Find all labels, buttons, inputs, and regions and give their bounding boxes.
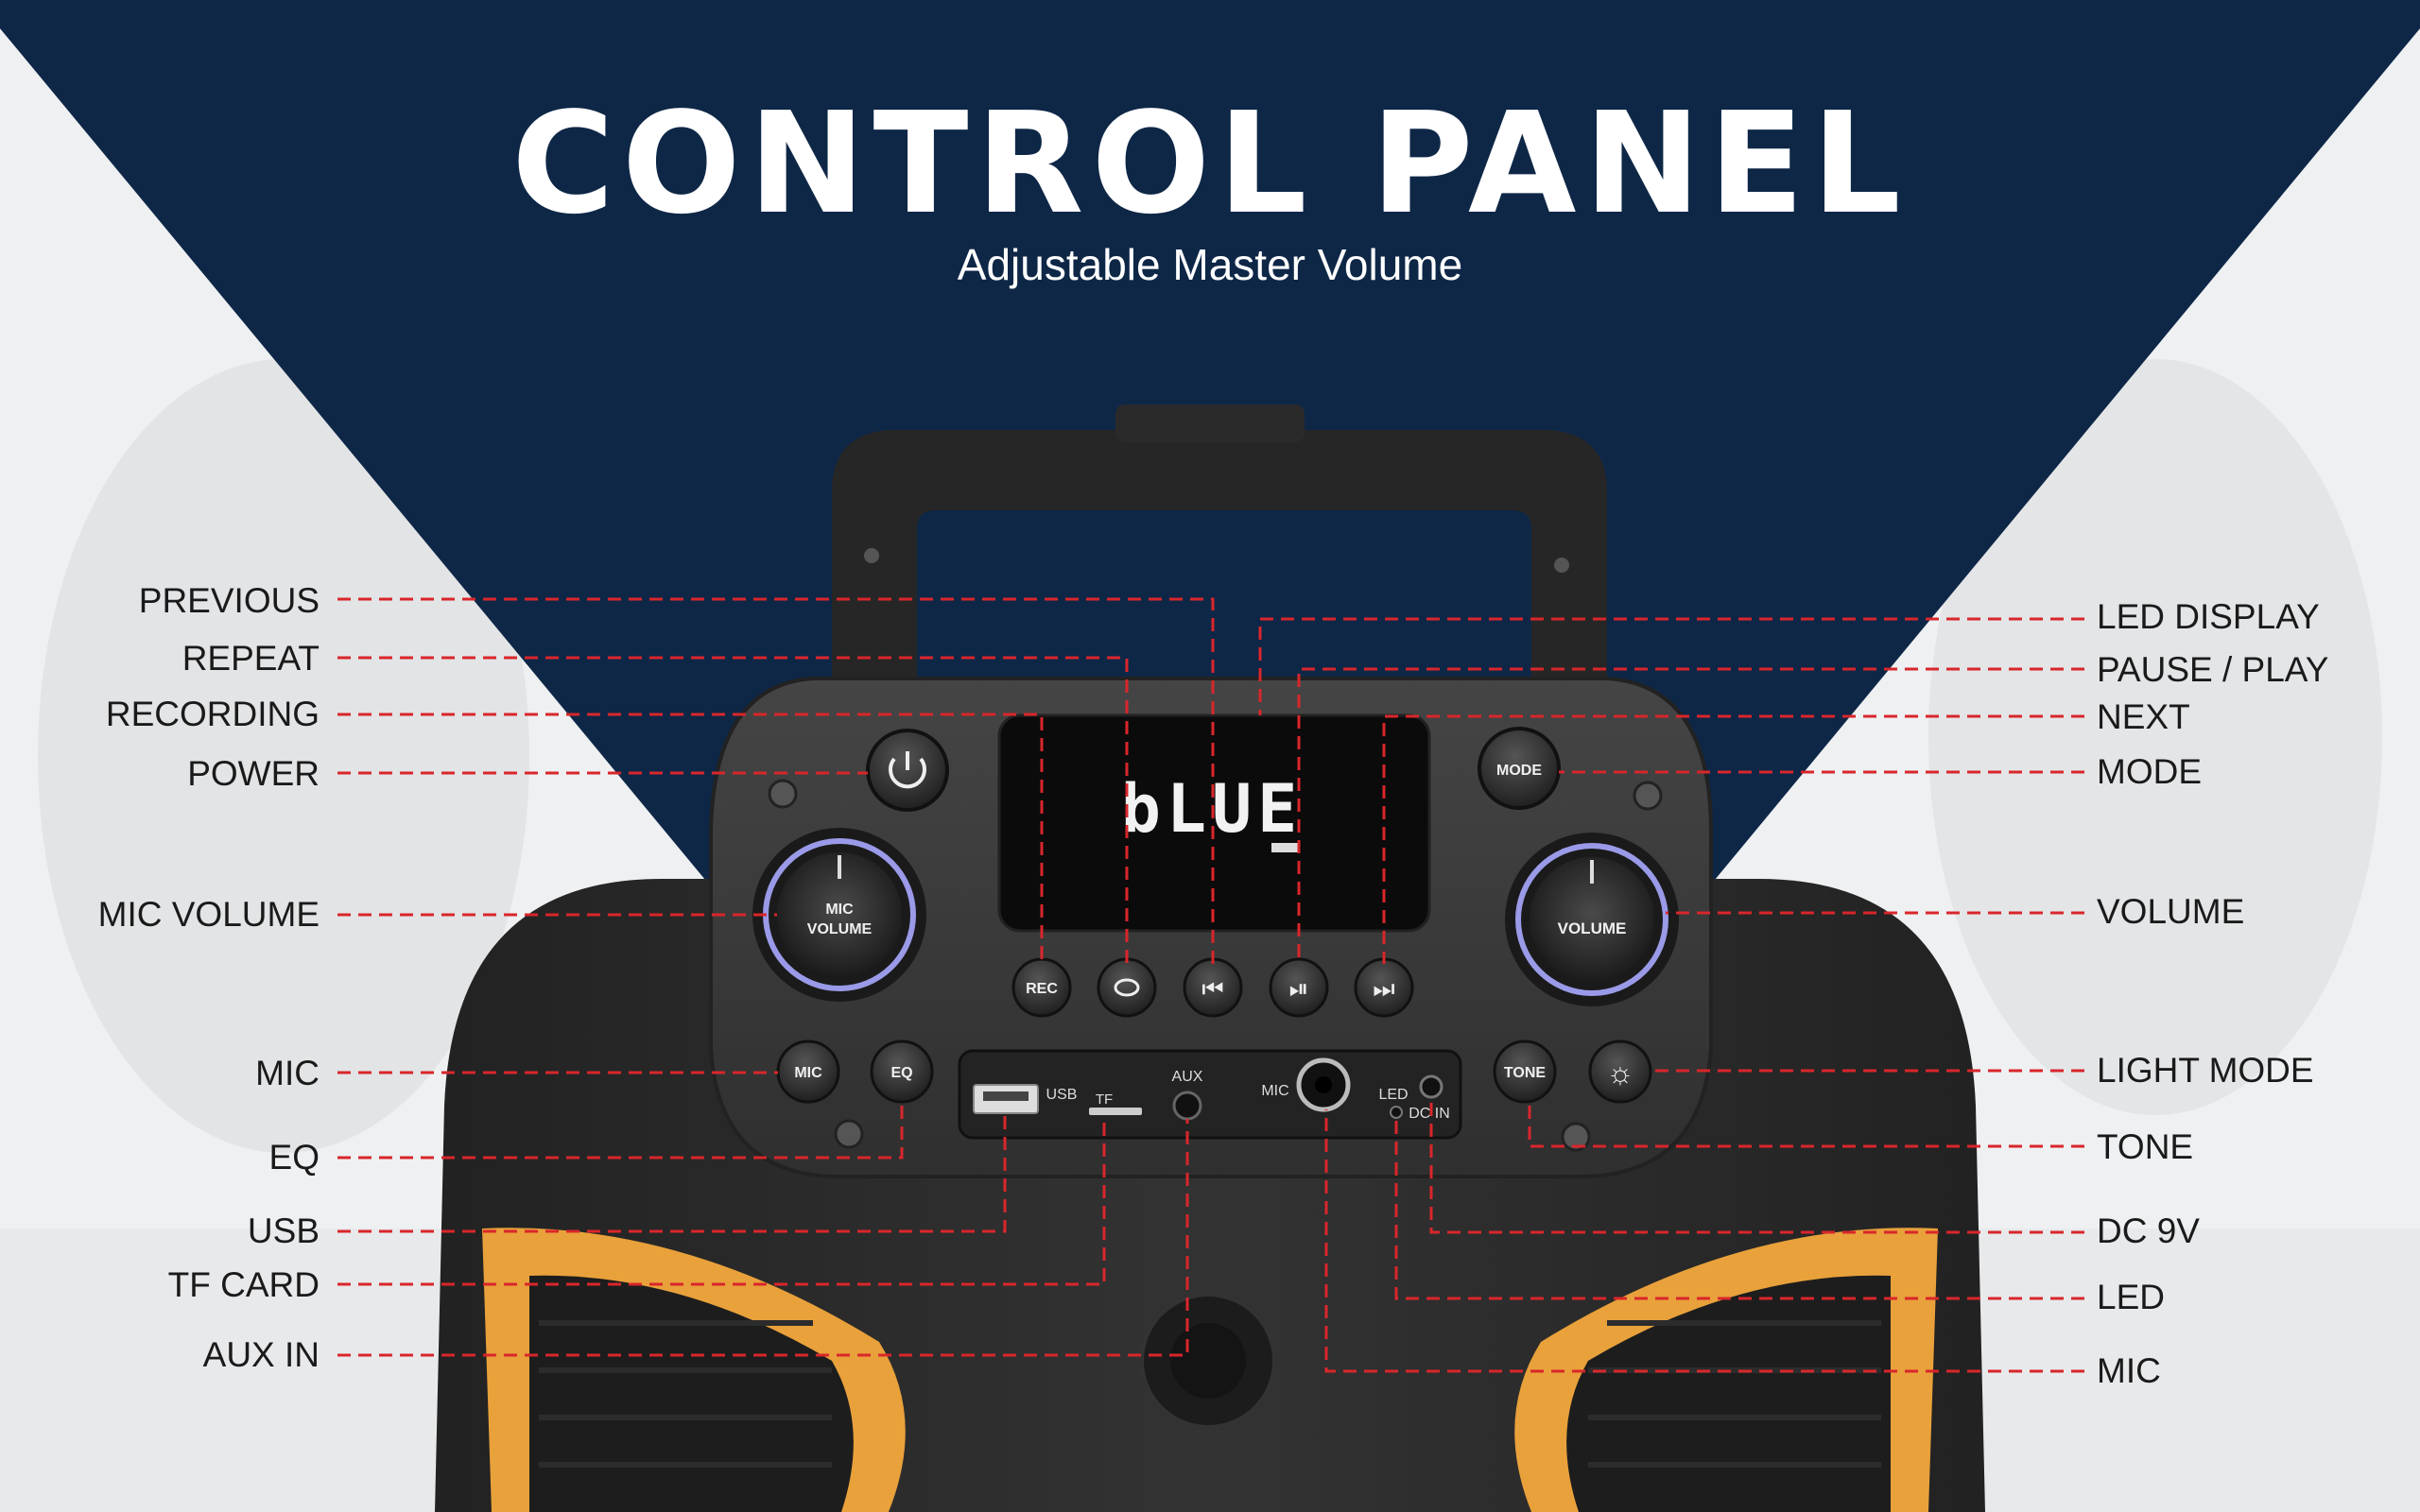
background-person-left bbox=[38, 359, 529, 1153]
mic-volume-label-2: VOLUME bbox=[807, 921, 873, 937]
tf-slot[interactable] bbox=[1089, 1108, 1142, 1115]
eq-button[interactable] bbox=[870, 1040, 934, 1104]
next-icon: ⏭ bbox=[1373, 974, 1394, 1003]
page-title: CONTROL PANEL bbox=[511, 82, 1909, 245]
repeat-button[interactable] bbox=[1097, 957, 1157, 1018]
control-panel bbox=[709, 677, 1713, 1178]
label-next: NEXT bbox=[2097, 697, 2190, 736]
volume-knob[interactable] bbox=[1505, 833, 1679, 1006]
leader-lines bbox=[337, 597, 2084, 1373]
label-mic: MIC bbox=[255, 1054, 320, 1092]
label-mode: MODE bbox=[2097, 752, 2202, 791]
usb-port-label: USB bbox=[1046, 1087, 1078, 1103]
led-port[interactable] bbox=[1390, 1106, 1403, 1119]
label-mic-right: MIC bbox=[2097, 1351, 2161, 1390]
power-button[interactable] bbox=[866, 729, 949, 812]
tf-port-label: TF bbox=[1096, 1091, 1113, 1108]
light-mode-button[interactable]: ☼ bbox=[1588, 1040, 1652, 1104]
label-light-mode: LIGHT MODE bbox=[2097, 1051, 2314, 1090]
label-eq: EQ bbox=[268, 1138, 320, 1177]
eq-button-label: EQ bbox=[890, 1065, 912, 1081]
mic-button-label: MIC bbox=[794, 1065, 822, 1081]
label-led-display: LED DISPLAY bbox=[2097, 597, 2320, 636]
label-mic-volume: MIC VOLUME bbox=[97, 895, 320, 934]
led-port-label: LED bbox=[1378, 1087, 1408, 1103]
label-previous: PREVIOUS bbox=[138, 581, 320, 620]
label-aux-in: AUX IN bbox=[202, 1335, 320, 1374]
label-recording: RECORDING bbox=[105, 695, 320, 733]
previous-icon: ⏮ bbox=[1201, 974, 1223, 1003]
label-led: LED bbox=[2097, 1278, 2165, 1316]
dc-in-port[interactable] bbox=[1419, 1074, 1443, 1099]
mic-volume-knob[interactable] bbox=[752, 828, 926, 1002]
label-volume: VOLUME bbox=[2097, 892, 2245, 931]
repeat-icon bbox=[1114, 978, 1140, 997]
power-icon bbox=[889, 757, 926, 789]
label-repeat: REPEAT bbox=[182, 639, 320, 678]
mode-button[interactable] bbox=[1478, 727, 1561, 810]
display-readout: bLUE bbox=[1121, 770, 1304, 848]
pause-play-button[interactable] bbox=[1269, 957, 1329, 1018]
label-pause-play: PAUSE / PLAY bbox=[2097, 650, 2329, 689]
dc-in-port-label: DC IN bbox=[1409, 1106, 1450, 1122]
page-subtitle: Adjustable Master Volume bbox=[957, 240, 1463, 289]
label-dc-9v: DC 9V bbox=[2097, 1211, 2200, 1250]
mic-volume-label-1: MIC bbox=[825, 902, 854, 918]
tone-button[interactable] bbox=[1493, 1040, 1557, 1104]
rec-button-label: REC bbox=[1026, 981, 1058, 997]
sun-icon: ☼ bbox=[1606, 1056, 1634, 1090]
label-tone: TONE bbox=[2097, 1127, 2194, 1166]
label-tf-card: TF CARD bbox=[167, 1265, 320, 1304]
volume-knob-label: VOLUME bbox=[1558, 919, 1627, 937]
tone-button-label: TONE bbox=[1504, 1065, 1546, 1081]
label-power: POWER bbox=[187, 754, 320, 793]
label-usb: USB bbox=[247, 1211, 320, 1250]
pause-play-icon: ⏯ bbox=[1289, 974, 1309, 1003]
aux-jack[interactable] bbox=[1172, 1091, 1202, 1121]
handle bbox=[832, 404, 1607, 718]
mic-port-label: MIC bbox=[1261, 1083, 1288, 1099]
background-person-right bbox=[1928, 359, 2382, 1115]
aux-port-label: AUX bbox=[1172, 1069, 1203, 1085]
mode-button-label: MODE bbox=[1496, 763, 1542, 779]
